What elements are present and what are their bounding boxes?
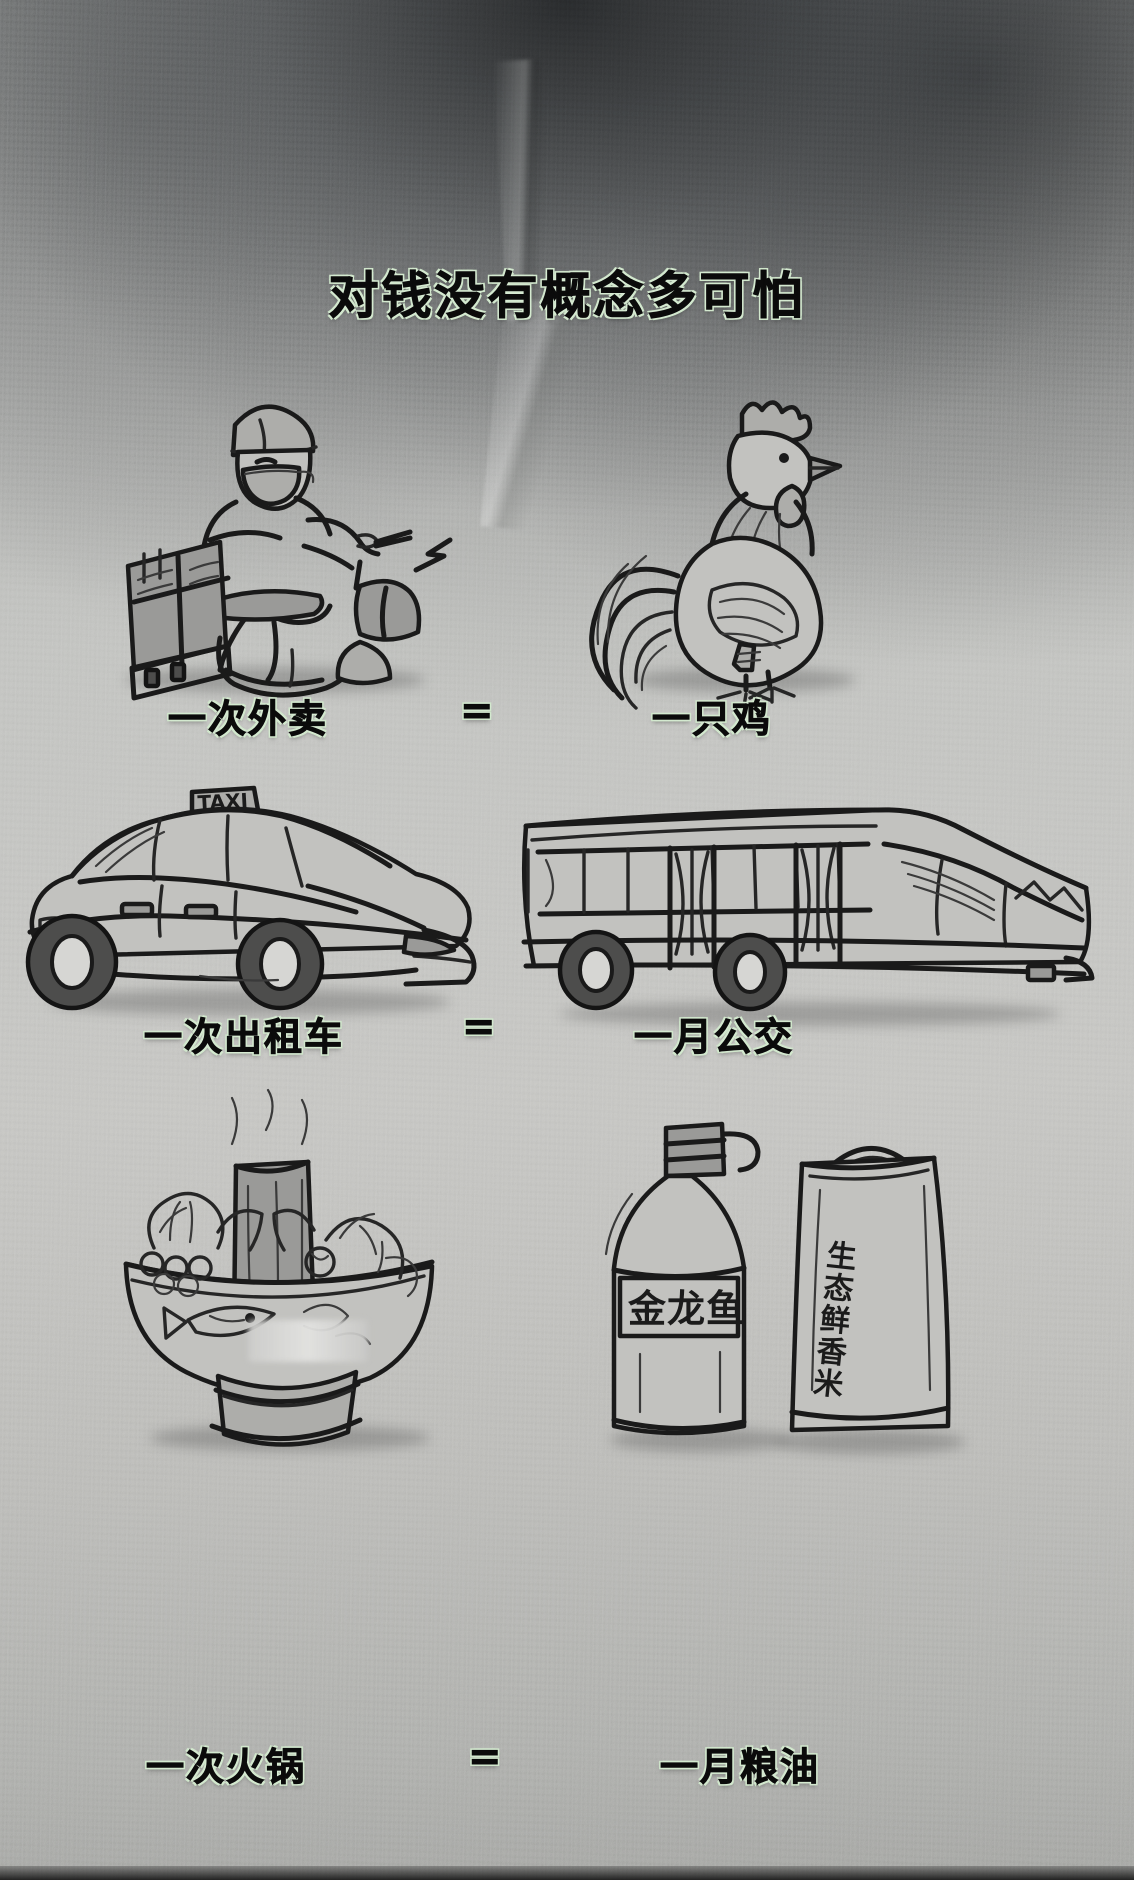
row-3-equals-sign: =: [468, 1734, 503, 1781]
drawing-hotpot-bowl: [90, 1088, 470, 1451]
row-3-left-label: 一次火锅: [145, 1745, 307, 1790]
row-3-right-label: 一月粮油: [659, 1745, 821, 1790]
row-1-equals-sign: =: [460, 688, 495, 735]
drawing-rooster: [570, 380, 890, 710]
drawing-oil-bottle-and-rice-bag: 金龙鱼 生态鲜香米: [580, 1120, 1000, 1454]
bottom-letterbox-bar: [0, 1866, 1134, 1880]
blurred-watermark: [248, 1320, 368, 1362]
row-2-equals-sign: =: [462, 1004, 497, 1051]
oil-bottle-label-text: 金龙鱼: [627, 1287, 745, 1331]
drawing-delivery-rider-scooter: [60, 370, 460, 701]
row-1-left-label: 一次外卖: [167, 697, 329, 742]
row-2-left-label: 一次出租车: [143, 1015, 345, 1060]
row-2-right-label: 一月公交: [633, 1015, 795, 1060]
page-title: 对钱没有概念多可怕: [328, 267, 806, 326]
drawing-city-bus: [510, 790, 1110, 1030]
drawing-taxi-car: TAXI: [10, 770, 490, 1020]
row-1-right-label: 一只鸡: [651, 697, 773, 742]
